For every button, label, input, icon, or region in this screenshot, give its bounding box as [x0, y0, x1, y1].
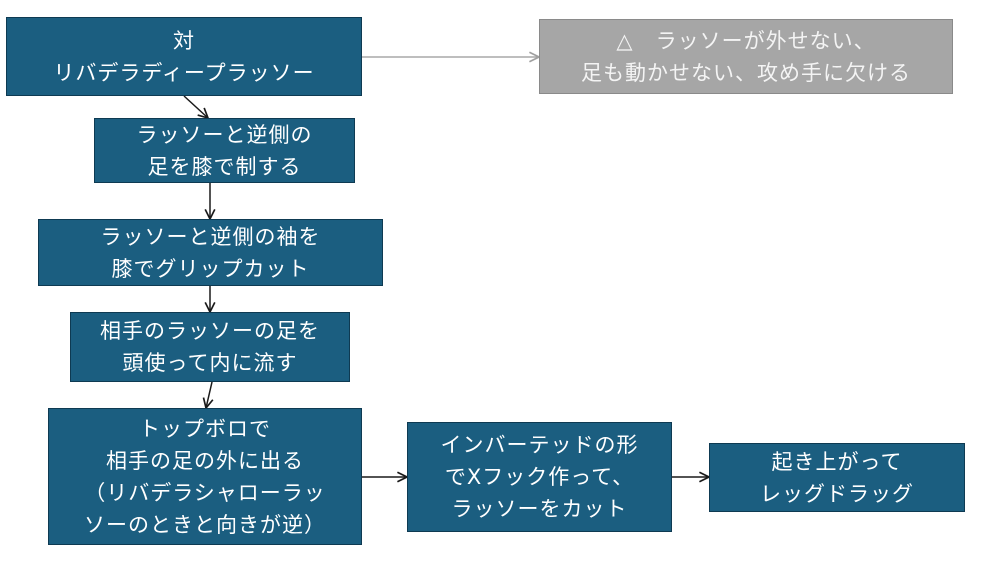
node-step1: ラッソーと逆側の 足を膝で制する [94, 118, 355, 183]
node-step4: トップボロで 相手の足の外に出る （リバデラシャローラッ ソーのときと向きが逆） [48, 408, 362, 545]
arrow-step3-to-step4 [206, 381, 212, 408]
node-start: 対 リバデラディープラッソー [6, 17, 362, 96]
node-note: △ ラッソーが外せない、 足も動かせない、攻め手に欠ける [539, 19, 953, 94]
node-step5: インバーテッドの形 でXフック作って、 ラッソーをカット [407, 422, 672, 532]
arrow-start-to-step1 [183, 95, 208, 118]
node-step6: 起き上がって レッグドラッグ [709, 443, 965, 512]
node-step3: 相手のラッソーの足を 頭使って内に流す [70, 312, 350, 382]
node-step2: ラッソーと逆側の袖を 膝でグリップカット [38, 219, 383, 286]
